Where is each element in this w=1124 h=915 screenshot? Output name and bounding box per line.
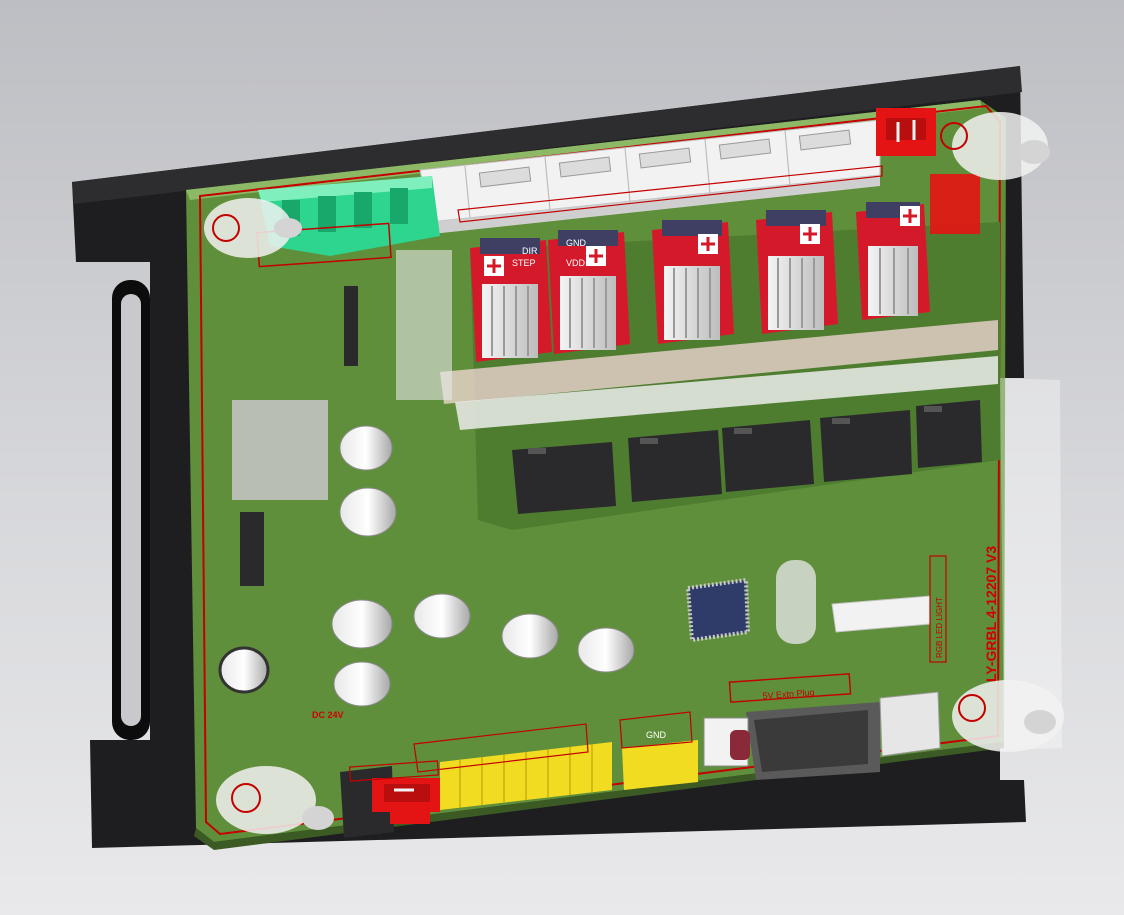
stepper-driver-2: [548, 230, 630, 354]
mounting-hole-icon: [952, 680, 1064, 752]
mcu-chip: [685, 577, 751, 643]
connector-label: 5V Extn Plug: [762, 687, 815, 701]
side-label: RGB LED LIGHT: [935, 597, 944, 658]
reset-button: [703, 717, 750, 767]
usb-port: [879, 691, 941, 757]
mounting-hole-icon: [940, 112, 1050, 180]
driver-step-label: STEP: [512, 258, 536, 268]
stepper-driver-4: [756, 210, 838, 334]
header-yellow-gnd: [619, 711, 698, 790]
power-ic: [240, 512, 264, 586]
regulator-housing: [396, 250, 452, 400]
relay-tabs: [528, 406, 942, 454]
inductor-block: [232, 400, 328, 500]
driver-gnd-label: GND: [566, 238, 587, 248]
power-label: DC 24V: [312, 710, 344, 720]
model-label: LY-GRBL 4-12207 V3: [983, 546, 999, 682]
regulator-ic: [344, 286, 358, 366]
stepper-driver-5: [856, 202, 930, 320]
relay-row: [512, 400, 982, 514]
mounting-hole-icon: [216, 766, 334, 834]
stepper-connector-row: [419, 119, 883, 234]
header-yellow-main: [413, 723, 612, 810]
stepper-driver-1: [470, 238, 552, 362]
power-jack: [340, 760, 440, 838]
gnd-label: GND: [646, 730, 667, 740]
spindle-terminal-green: [256, 176, 440, 268]
lower-connector-row: [455, 356, 998, 430]
capacitors: [218, 425, 635, 707]
stepper-driver-3: [652, 220, 734, 344]
crystal: [776, 560, 816, 644]
driver-dir-label: DIR: [522, 246, 538, 256]
driver-socket-row: [440, 320, 998, 404]
driver-vdd-label: VDD: [566, 258, 586, 268]
side-label-box: [929, 555, 947, 663]
power-terminal-red: [876, 108, 980, 234]
mounting-hole-icon: [204, 198, 302, 258]
side-panel: [1000, 378, 1062, 750]
